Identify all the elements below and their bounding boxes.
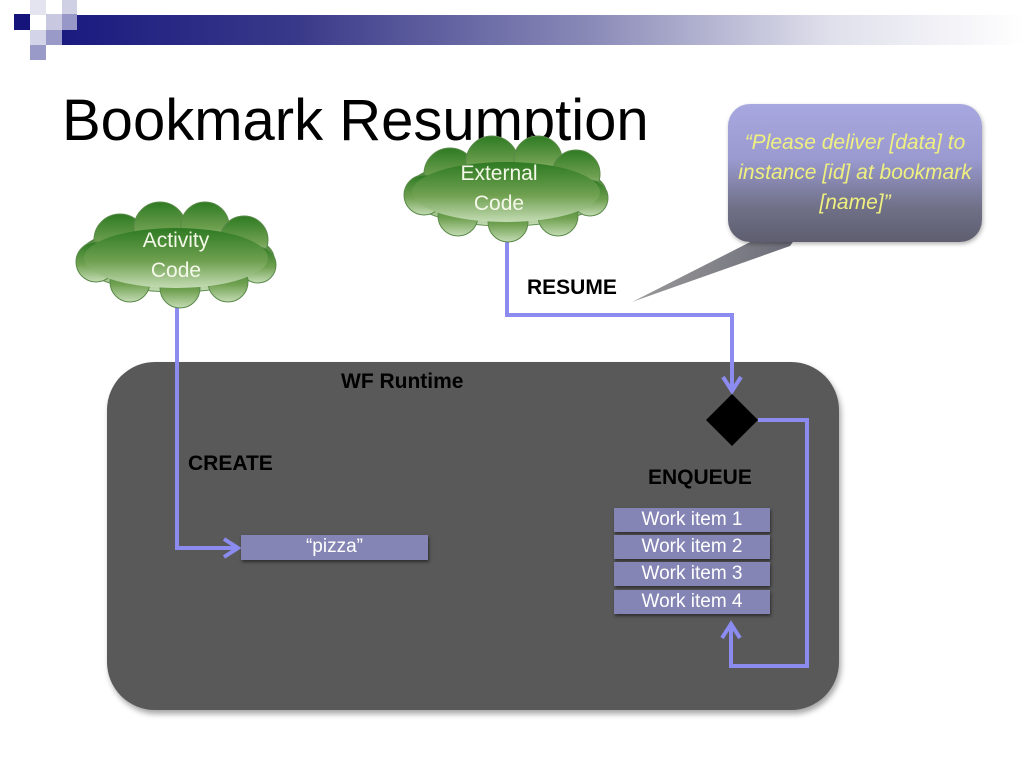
header-square [62, 0, 77, 15]
loop-arrowhead [720, 620, 742, 640]
create-connector [175, 300, 236, 550]
external-cloud-shape [403, 135, 609, 243]
callout-text: “Please deliver [data] to instance [id] … [738, 131, 972, 214]
decision-diamond [706, 394, 758, 446]
wf-runtime-label: WF Runtime [341, 370, 464, 393]
resume-connector [505, 234, 734, 388]
header-square [46, 14, 62, 30]
header-square [30, 45, 46, 60]
header-square [46, 30, 62, 45]
header-square [30, 30, 46, 45]
activity-cloud-shape [75, 201, 277, 309]
resume-arrowhead [721, 375, 743, 395]
bookmark-box: “pizza” [241, 535, 428, 560]
work-item: Work item 1 [614, 508, 770, 532]
header-square [30, 0, 46, 15]
loop-connector [729, 418, 809, 668]
resume-label: RESUME [527, 276, 617, 299]
work-item: Work item 3 [614, 562, 770, 586]
create-arrowhead [222, 537, 242, 559]
header-square [62, 14, 77, 30]
external-cloud-line2: Code [473, 192, 525, 215]
external-cloud-line1: External [460, 162, 538, 185]
create-label: CREATE [188, 452, 273, 475]
activity-cloud-line2: Code [150, 259, 202, 282]
work-item: Work item 2 [614, 535, 770, 559]
work-item: Work item 4 [614, 590, 770, 614]
activity-code-cloud: Activity Code [76, 226, 276, 286]
header-gradient-bar [62, 15, 1024, 45]
external-code-cloud: External Code [399, 159, 599, 219]
activity-cloud-line1: Activity [142, 229, 210, 252]
enqueue-label: ENQUEUE [648, 466, 752, 489]
header-square-dark [14, 14, 30, 30]
callout-bubble: “Please deliver [data] to instance [id] … [728, 104, 982, 242]
